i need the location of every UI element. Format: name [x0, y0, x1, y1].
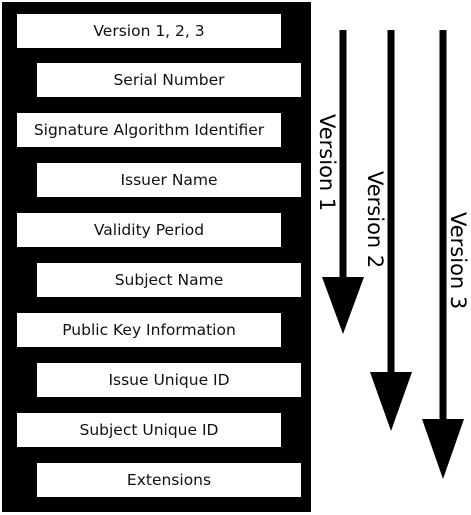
field-version: Version 1, 2, 3: [15, 12, 283, 50]
field-issue-unique-id: Issue Unique ID: [35, 361, 303, 399]
version-1-label: Version 1: [315, 114, 339, 212]
version-2-label: Version 2: [363, 171, 387, 269]
field-validity-period: Validity Period: [15, 211, 283, 249]
field-subject-name: Subject Name: [35, 261, 303, 299]
field-extensions: Extensions: [35, 461, 303, 499]
certificate-structure-stack: Version 1, 2, 3 Serial Number Signature …: [2, 2, 311, 512]
field-subject-unique-id: Subject Unique ID: [15, 411, 283, 449]
field-issuer-name: Issuer Name: [35, 161, 303, 199]
version-3-label: Version 3: [446, 212, 470, 310]
version-3-arrow: [422, 30, 464, 479]
version-1-arrow: [322, 30, 364, 334]
field-public-key-information: Public Key Information: [15, 311, 283, 349]
version-2-arrow: [370, 30, 412, 431]
field-serial-number: Serial Number: [35, 61, 303, 99]
field-signature-algorithm: Signature Algorithm Identifier: [15, 111, 283, 149]
